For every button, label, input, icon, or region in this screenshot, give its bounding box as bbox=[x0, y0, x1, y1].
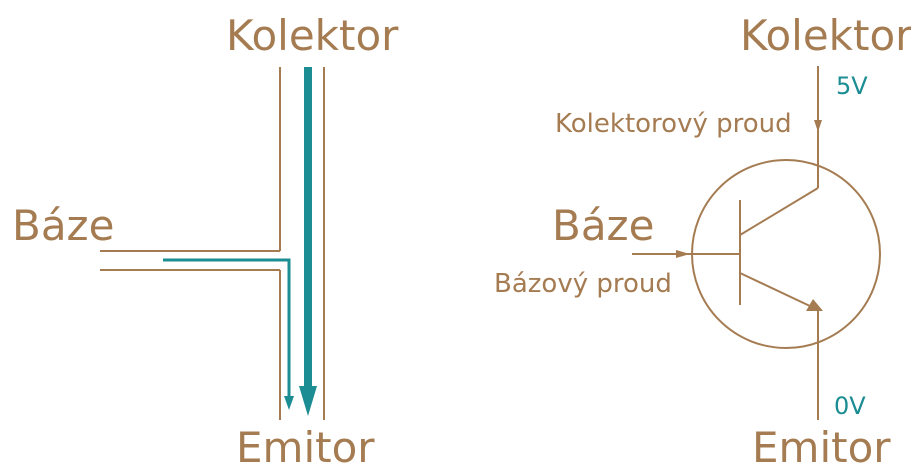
right-collector-label: Kolektor bbox=[740, 11, 911, 60]
emitter-diagonal bbox=[739, 272, 813, 308]
left-physical-model: Kolektor Báze Emitor bbox=[12, 11, 399, 468]
base-current-label: Bázový proud bbox=[494, 269, 672, 299]
emitter-arrowhead-icon bbox=[806, 299, 823, 311]
right-schematic: Kolektor 5V Kolektorový proud Báze Bázov… bbox=[494, 11, 911, 468]
emitter-voltage: 0V bbox=[834, 392, 866, 420]
base-current-arrow-icon bbox=[676, 250, 690, 258]
base-current-arrowhead bbox=[284, 396, 294, 410]
right-base-label: Báze bbox=[552, 201, 654, 250]
collector-diagonal bbox=[739, 187, 819, 236]
left-base-label: Báze bbox=[12, 201, 114, 250]
collector-current-label: Kolektorový proud bbox=[555, 109, 792, 139]
right-emitter-label: Emitor bbox=[752, 423, 891, 468]
collector-current-arrowhead bbox=[299, 386, 317, 416]
left-emitter-label: Emitor bbox=[236, 423, 375, 468]
collector-current-arrow-icon bbox=[814, 120, 822, 132]
base-current-flow bbox=[163, 258, 291, 398]
collector-voltage: 5V bbox=[836, 72, 868, 100]
left-collector-label: Kolektor bbox=[226, 11, 399, 60]
